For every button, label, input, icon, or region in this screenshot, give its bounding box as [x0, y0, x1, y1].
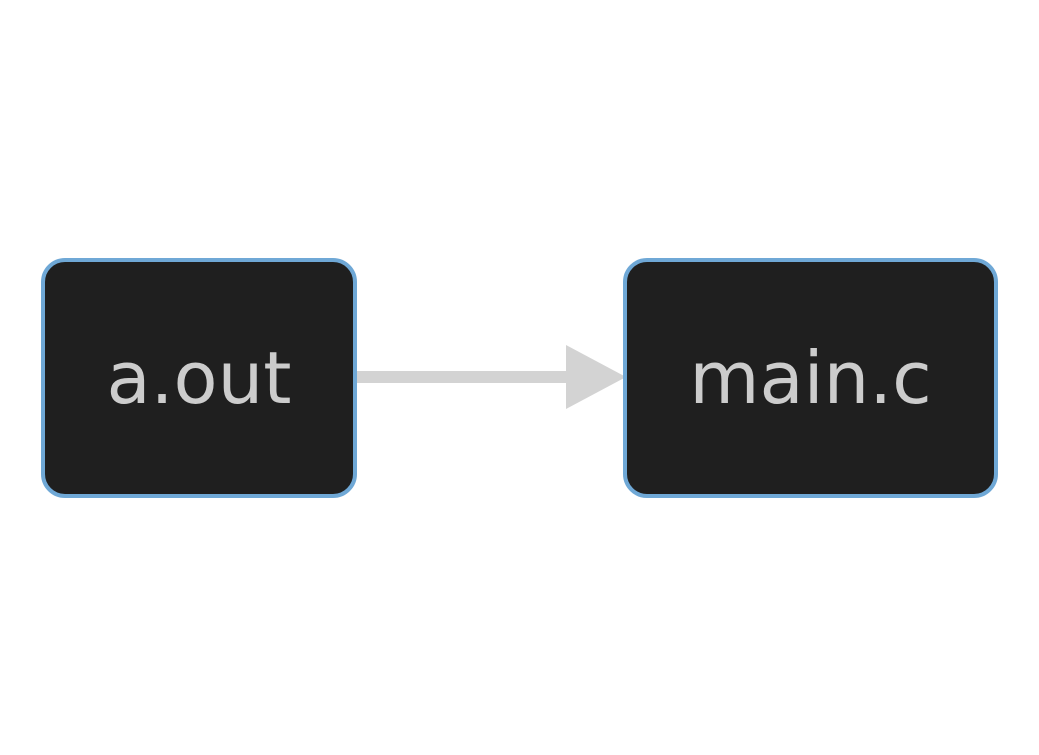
arrowhead [566, 345, 626, 409]
node-label: main.c [689, 336, 932, 420]
node-a-out[interactable]: a.out [41, 258, 357, 498]
node-label: a.out [106, 336, 292, 420]
node-main-c[interactable]: main.c [623, 258, 998, 498]
